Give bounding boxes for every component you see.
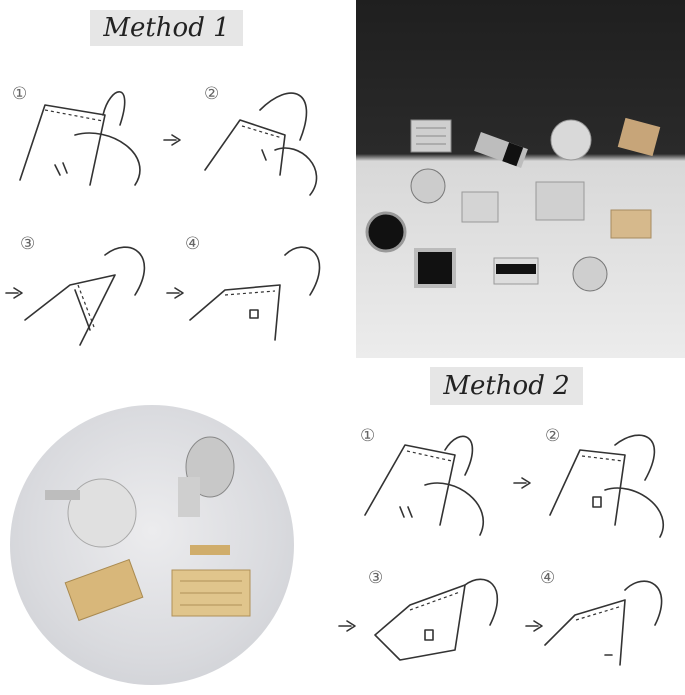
method2-step1-number: ① <box>360 426 376 446</box>
method2-step4-number: ④ <box>540 568 556 588</box>
cufflink-gold-ribbed <box>610 209 652 239</box>
cufflink-black-round <box>365 211 407 253</box>
cufflink-silver-rect <box>461 191 499 223</box>
method1-step2-illustration <box>204 92 318 196</box>
method1-arrow-3-to-4 <box>166 287 184 299</box>
method2-title: Method 2 <box>430 367 583 405</box>
method2-arrow-3-to-4 <box>525 620 543 632</box>
method1-arrow-into-3 <box>5 287 23 299</box>
method2-arrow-1-to-2 <box>513 477 531 489</box>
cufflinks-pair-photo <box>10 405 294 685</box>
method1-step1-illustration <box>19 91 141 186</box>
method1-step4-illustration <box>189 246 321 341</box>
method1-step3-number: ③ <box>20 234 36 254</box>
cufflink-gold-ribbed-left <box>64 558 144 622</box>
method2-step1-illustration <box>364 435 484 536</box>
method1-arrow-1-to-2 <box>163 134 181 146</box>
method1-step1-number: ① <box>12 84 28 104</box>
cufflink-black-stripe-cylinder <box>474 132 528 168</box>
method2-step2-illustration <box>549 434 664 538</box>
method2-arrow-into-3 <box>338 620 356 632</box>
cufflink-black-square <box>414 248 456 288</box>
cufflink-gold-square-diamond <box>617 117 661 157</box>
cufflink-grid-silver <box>410 119 452 153</box>
method2-step2-number: ② <box>545 426 561 446</box>
method1-step2-number: ② <box>204 84 220 104</box>
method2-step3-illustration <box>374 578 498 661</box>
cufflinks-assortment-photo <box>356 0 685 358</box>
method1-title: Method 1 <box>90 10 243 46</box>
cufflink-round-textured <box>550 119 592 161</box>
cufflink-silver-round-front <box>67 478 137 548</box>
method1-step4-number: ④ <box>185 234 201 254</box>
cufflink-curved-silver <box>535 181 585 221</box>
method2-step4-illustration <box>544 580 663 666</box>
method1-step3-illustration <box>24 246 146 346</box>
method2-step3-number: ③ <box>368 568 384 588</box>
cufflink-knot <box>572 256 608 292</box>
cufflink-grid-round <box>410 168 446 204</box>
